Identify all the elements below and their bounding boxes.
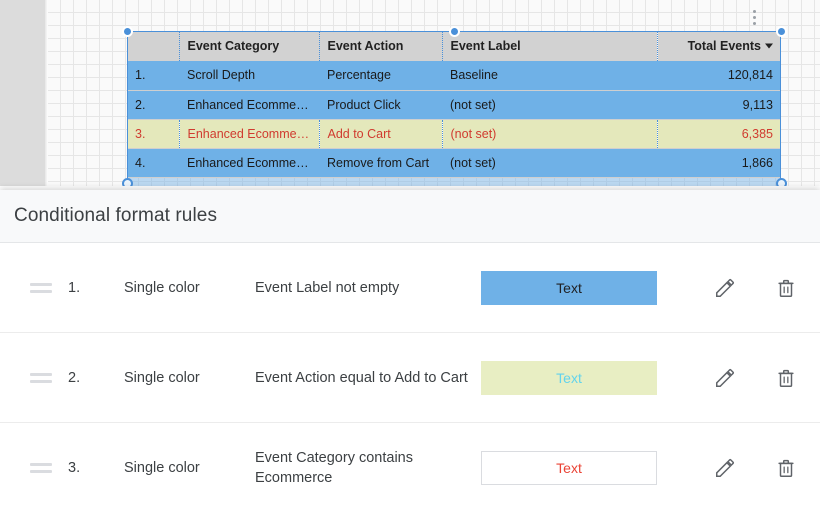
delete-rule-button[interactable] [764, 264, 809, 312]
resize-handle-top-left[interactable] [122, 26, 133, 37]
trash-icon [778, 459, 794, 477]
table-row[interactable]: 3. Enhanced Ecommerce Add to Cart (not s… [127, 119, 781, 149]
column-header-event-label[interactable]: Event Label [442, 31, 658, 61]
rule-index: 2. [68, 369, 81, 386]
kebab-dot [752, 15, 756, 19]
kebab-dot [752, 21, 756, 25]
canvas-left-panel [0, 0, 45, 186]
rule-preview-chip: Text [481, 270, 657, 305]
report-table[interactable]: Event Category Event Action Event Label … [127, 31, 781, 189]
edit-rule-button[interactable] [703, 444, 748, 492]
drag-handle-bar [30, 289, 52, 293]
cell-total-events: 6,385 [657, 119, 781, 149]
resize-handle-top-center[interactable] [449, 26, 460, 37]
rule-preview-chip: Text [481, 360, 657, 395]
rule-preview-wrap: Text [481, 451, 657, 485]
cell-event-action: Percentage [319, 61, 442, 91]
cell-event-category: Scroll Depth [179, 61, 319, 91]
rule-condition: Event Label not empty [255, 279, 400, 296]
column-header-total-events-label: Total Events [687, 39, 761, 53]
rule-type: Single color [124, 279, 200, 296]
kebab-dot [752, 9, 756, 13]
cell-index: 2. [127, 90, 179, 120]
table-row[interactable]: 2. Enhanced Ecommerce Product Click (not… [127, 90, 781, 120]
report-table-body: 1. Scroll Depth Percentage Baseline 120,… [127, 61, 781, 189]
cell-event-action: Add to Cart [319, 119, 443, 149]
cell-total-events: 120,814 [657, 61, 781, 91]
delete-rule-button[interactable] [764, 444, 809, 492]
pencil-icon [716, 368, 735, 387]
table-header-row: Event Category Event Action Event Label … [127, 31, 781, 61]
cell-total-events: 1,866 [657, 148, 781, 178]
drag-handle-bar [30, 470, 52, 473]
pencil-icon [716, 459, 735, 477]
cell-event-action: Product Click [319, 90, 442, 120]
column-header-total-events[interactable]: Total Events [657, 31, 781, 61]
rule-preview-wrap: Text [481, 360, 657, 395]
rule-condition: Event Category contains Ecommerce [255, 450, 413, 486]
pencil-icon [716, 278, 735, 297]
rule-row[interactable]: 2. Single color Event Action equal to Ad… [0, 333, 820, 423]
cell-event-label: (not set) [442, 119, 658, 149]
cell-total-events: 9,113 [657, 90, 781, 120]
dialog-header: Conditional format rules [0, 190, 820, 243]
table-row[interactable]: 1. Scroll Depth Percentage Baseline 120,… [127, 61, 781, 91]
rule-index: 1. [68, 279, 81, 296]
table-row[interactable]: 4. Enhanced Ecommerce Remove from Cart (… [127, 148, 781, 178]
rules-list: 1. Single color Event Label not empty Te… [0, 243, 820, 513]
cell-event-label: Baseline [442, 61, 657, 91]
cell-index: 1. [127, 61, 179, 91]
rule-condition: Event Action equal to Add to Cart [255, 369, 468, 386]
rule-type: Single color [124, 369, 200, 386]
rule-type: Single color [124, 460, 200, 476]
cell-event-category: Enhanced Ecommerce [179, 148, 319, 178]
report-table-head: Event Category Event Action Event Label … [127, 31, 781, 61]
rule-row[interactable]: 1. Single color Event Label not empty Te… [0, 243, 820, 333]
conditional-format-rules-dialog: Conditional format rules 1. Single color… [0, 190, 820, 524]
rule-row[interactable]: 3. Single color Event Category contains … [0, 423, 820, 513]
editor-canvas: Event Category Event Action Event Label … [0, 0, 820, 192]
sort-descending-caret-icon[interactable] [765, 43, 773, 49]
canvas-bottom-edge [0, 186, 820, 192]
cell-event-label: (not set) [442, 148, 657, 178]
drag-handle-icon[interactable] [30, 372, 56, 383]
column-header-event-category[interactable]: Event Category [179, 31, 320, 61]
cell-event-category: Enhanced Ecommerce [179, 119, 320, 149]
trash-icon [778, 369, 794, 387]
canvas-left-panel-shadow [45, 0, 48, 186]
drag-handle-bar [30, 379, 52, 383]
edit-rule-button[interactable] [703, 264, 748, 312]
cell-event-label: (not set) [442, 90, 657, 120]
resize-handle-top-right[interactable] [776, 26, 787, 37]
page-title: Conditional format rules [14, 205, 218, 226]
rule-preview-chip: Text [481, 451, 657, 485]
rule-preview-wrap: Text [481, 270, 657, 305]
cell-index: 4. [127, 148, 179, 178]
trash-icon [778, 279, 794, 297]
drag-handle-bar [30, 372, 52, 376]
kebab-menu-icon[interactable] [747, 5, 761, 29]
drag-handle-icon[interactable] [30, 463, 56, 473]
drag-handle-bar [30, 282, 52, 286]
delete-rule-button[interactable] [764, 354, 809, 402]
edit-rule-button[interactable] [703, 354, 748, 402]
column-header-index[interactable] [127, 31, 180, 61]
report-table-grid: Event Category Event Action Event Label … [127, 31, 781, 189]
cell-event-action: Remove from Cart [319, 148, 442, 178]
rule-index: 3. [68, 460, 81, 476]
drag-handle-bar [30, 463, 52, 466]
cell-index: 3. [127, 119, 180, 149]
drag-handle-icon[interactable] [30, 282, 56, 293]
column-header-event-action[interactable]: Event Action [319, 31, 443, 61]
cell-event-category: Enhanced Ecommerce [179, 90, 319, 120]
